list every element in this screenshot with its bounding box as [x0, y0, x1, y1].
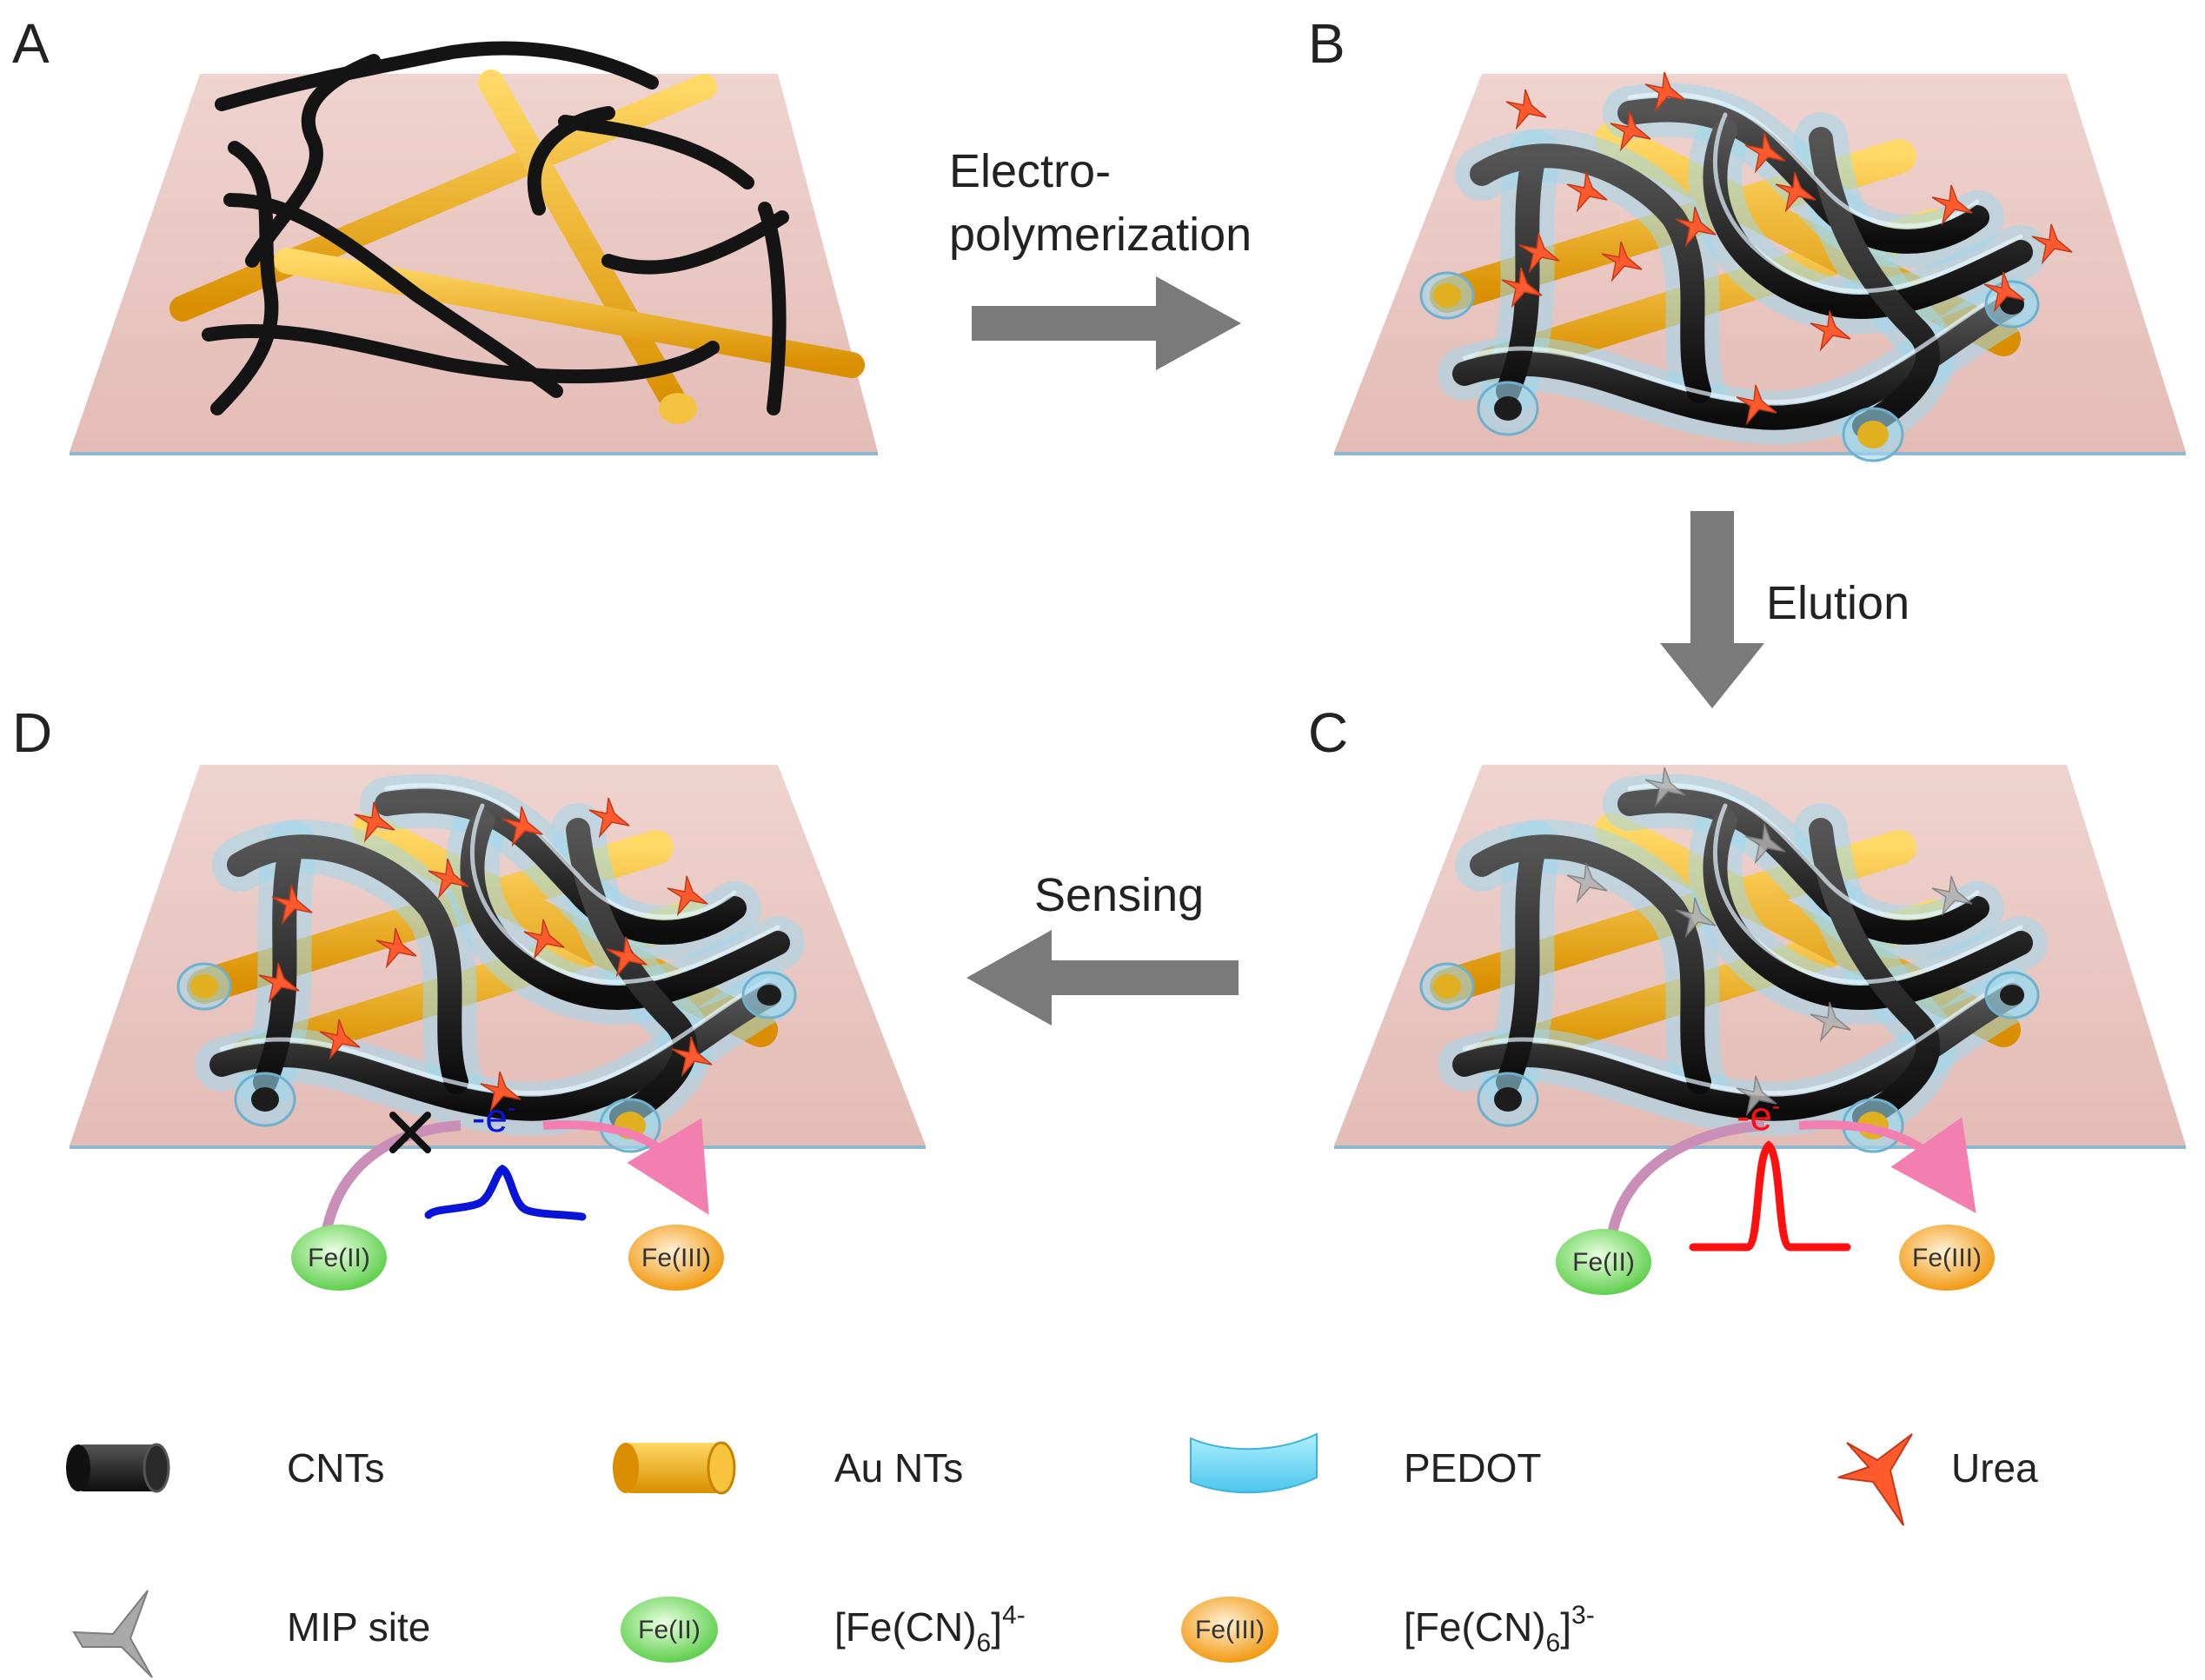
legend-mip-site: MIP site: [287, 1604, 430, 1650]
electro-label-line2: polymerization: [949, 209, 1252, 261]
substrate-a: [70, 74, 878, 452]
panel-a-label: A: [12, 12, 50, 75]
legend-au-nts: Au NTs: [834, 1445, 963, 1491]
elution-step: Elution: [1660, 511, 1909, 708]
panel-b: [1334, 72, 2186, 461]
arrow-left-icon: [966, 930, 1239, 1026]
legend-pedot: PEDOT: [1404, 1445, 1541, 1491]
electro-label-line1: Electro-: [949, 145, 1111, 197]
mip-site-icon: [72, 1590, 153, 1678]
panel-d: -e- Fe(II) Fe(III): [70, 765, 926, 1291]
fe2-label-c: Fe(II): [1572, 1248, 1635, 1277]
legend-ferrocyanide: [Fe(CN)6]4-: [834, 1601, 1026, 1657]
electropolymerization-step: Electro- polymerization: [949, 145, 1252, 370]
legend: CNTs Au NTs PEDOT Urea MIP site Fe(II) […: [66, 1432, 2038, 1678]
panel-c-label: C: [1308, 701, 1348, 764]
electron-label-c: -e-: [1737, 1092, 1780, 1139]
fe2-to-electrode-curve-d: [321, 1120, 462, 1236]
legend-urea: Urea: [1951, 1445, 2038, 1491]
au-end-a: [659, 393, 697, 424]
signal-peak-d: [424, 1164, 587, 1221]
sensing-label: Sensing: [1034, 869, 1204, 921]
fe2-legend-icon: [621, 1597, 718, 1663]
fe2-label-d: Fe(II): [308, 1244, 370, 1272]
blocked-x-icon: [389, 1112, 431, 1153]
cnt-icon: [66, 1443, 170, 1493]
legend-fe3-symbol: Fe(III): [1195, 1616, 1265, 1644]
fe2-ion-c: [1556, 1229, 1651, 1295]
fe3-ion-c: [1899, 1225, 1995, 1291]
panel-d-label: D: [12, 701, 52, 764]
arrow-down-icon: [1660, 511, 1764, 708]
electrode-to-fe3-arrow: [1798, 1117, 1976, 1213]
signal-peak-c: [1689, 1140, 1851, 1252]
legend-fe2-symbol: Fe(II): [638, 1616, 701, 1644]
electrode-to-fe3-arrow-d: [542, 1118, 709, 1215]
fe2-ion-d: [291, 1225, 387, 1291]
arrow-right-icon: [972, 276, 1241, 370]
urea-icon: [1837, 1433, 1913, 1526]
cnts-a: [202, 41, 789, 415]
electron-label-d: -e-: [472, 1094, 515, 1140]
elution-label: Elution: [1766, 577, 1909, 629]
legend-cnts: CNTs: [287, 1445, 384, 1491]
au-nanotube-icon: [613, 1441, 736, 1495]
pedot-icon: [1190, 1432, 1318, 1494]
fe3-legend-icon: [1181, 1597, 1279, 1663]
fe3-ion-d: [628, 1225, 724, 1291]
fe3-label-c: Fe(III): [1912, 1244, 1982, 1272]
panel-b-label: B: [1308, 12, 1345, 75]
fe3-label-d: Fe(III): [641, 1244, 711, 1272]
fe2-to-electrode-curve: [1607, 1120, 1765, 1236]
panel-a: [70, 41, 878, 455]
legend-ferricyanide: [Fe(CN)6]3-: [1404, 1601, 1595, 1657]
panel-c: -e- Fe(II) Fe(III): [1334, 765, 2186, 1295]
sensing-step: Sensing: [966, 869, 1239, 1026]
